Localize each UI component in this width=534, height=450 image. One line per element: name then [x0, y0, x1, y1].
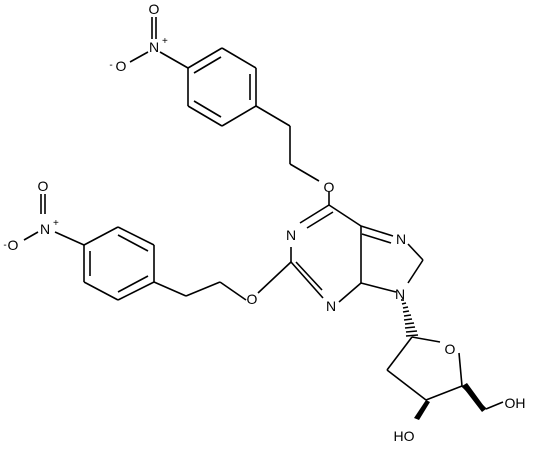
atom-N-nitro1: N [149, 39, 159, 55]
atom-O-nitro2-top: O [38, 178, 49, 194]
atom-O-sugar-ring: O [445, 341, 456, 357]
atom-O2-ether: O [247, 291, 258, 307]
charge-plus-nitro2: + [53, 218, 59, 229]
atom-O-nitro2-minus: O [8, 237, 19, 253]
atom-OH-5prime: OH [505, 395, 526, 411]
atom-HO-3prime: HO [394, 428, 415, 444]
atom-N-nitro2: N [40, 221, 50, 237]
charge-plus-nitro1: + [162, 36, 168, 47]
atom-N9-purine: N [395, 286, 405, 302]
charge-minus-nitro1: - [109, 60, 112, 71]
atom-O6-ether: O [324, 179, 335, 195]
atom-N1-purine: N [286, 227, 296, 243]
atom-N7-purine: N [396, 231, 406, 247]
atom-O-nitro1-top: O [149, 1, 160, 17]
wedge-bond-c3 [414, 400, 430, 420]
atom-O-nitro1-minus: O [116, 58, 127, 74]
charge-minus-nitro2: - [3, 240, 6, 251]
bond-lines [23, 17, 504, 420]
hashed-wedge-bond [401, 299, 419, 337]
wedge-bond-c4 [462, 383, 486, 412]
atom-N3-purine: N [326, 298, 336, 314]
atom-labels: O N + O - O N + O - O O N N N N O HO OH [3, 1, 525, 444]
